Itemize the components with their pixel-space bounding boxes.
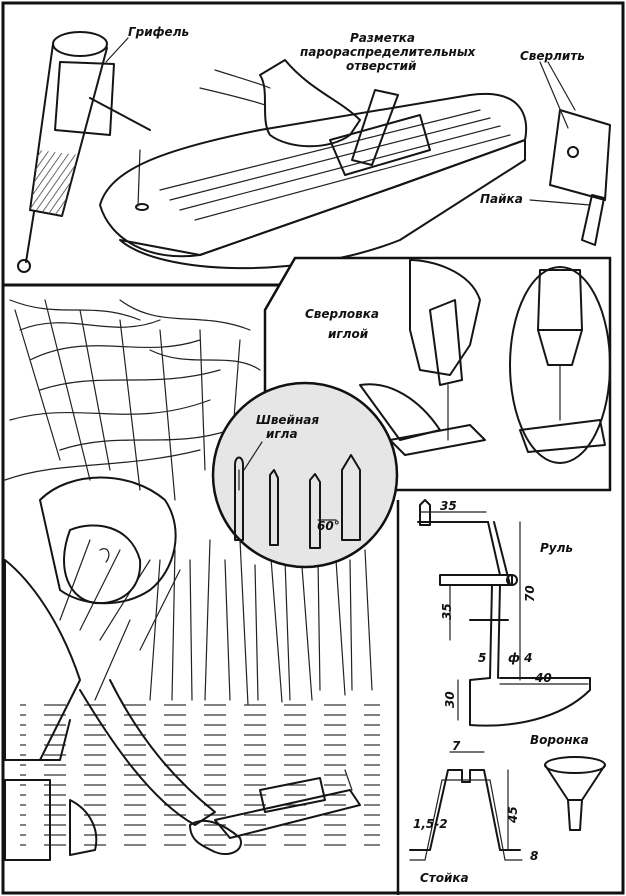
rudder-diameter-dimension: ф 4: [508, 651, 532, 665]
pond-scene: [4, 299, 380, 861]
solder-label: Пайка: [480, 192, 523, 206]
sewing-needle-detail: Швейная игла 60°: [211, 381, 399, 569]
sewing-needle-label-line2: игла: [266, 427, 298, 441]
marking-label-line1: Разметка: [350, 31, 415, 45]
stylus-tool-drawing: [17, 31, 151, 273]
rudder-label: Руль: [540, 541, 573, 555]
marking-label-line3: отверстий: [346, 59, 417, 73]
boat-hull-drawing: [99, 59, 528, 270]
drill-label: Сверлить: [520, 49, 585, 63]
stylus-label: Грифель: [128, 25, 189, 39]
rudder-short-dimension: 5: [478, 651, 486, 665]
marking-label-line2: парораспределительных: [300, 45, 477, 59]
stand-height-dimension: 45: [506, 806, 520, 824]
stand-thickness-dimension: 1,5-2: [413, 817, 448, 831]
rudder-blade-width-dimension: 40: [534, 671, 552, 685]
needle-drilling-label-line2: иглой: [328, 327, 369, 341]
needle-angle-label: 60°: [317, 519, 340, 533]
sewing-needle-label-line1: Швейная: [256, 413, 319, 427]
top-panel: Грифель Разметка парораспределительных о…: [17, 25, 611, 273]
rudder-top-dimension: 35: [440, 499, 457, 513]
funnel-label: Воронка: [530, 733, 589, 747]
stand-top-dimension: 7: [452, 739, 461, 753]
rudder-mid-dimension: 35: [440, 603, 454, 620]
reeds: [4, 299, 373, 706]
stand-drawing: 7 1,5-2 45 8 Стойка: [409, 739, 538, 885]
boy-figure: [4, 476, 242, 861]
rudder-blade-height-dimension: 30: [443, 691, 457, 708]
rudder-drawing: 35 35 70 Руль 5 ф 4 30 40: [396, 499, 591, 895]
needle-drilling-label-line1: Сверловка: [305, 307, 379, 321]
plate-drawing: [549, 109, 611, 246]
rudder-height-dimension: 70: [523, 585, 537, 602]
funnel-drawing: Воронка: [530, 733, 606, 831]
stand-foot-dimension: 8: [530, 849, 538, 863]
toy-boat-drawing: [214, 769, 361, 839]
stand-label: Стойка: [420, 871, 469, 885]
